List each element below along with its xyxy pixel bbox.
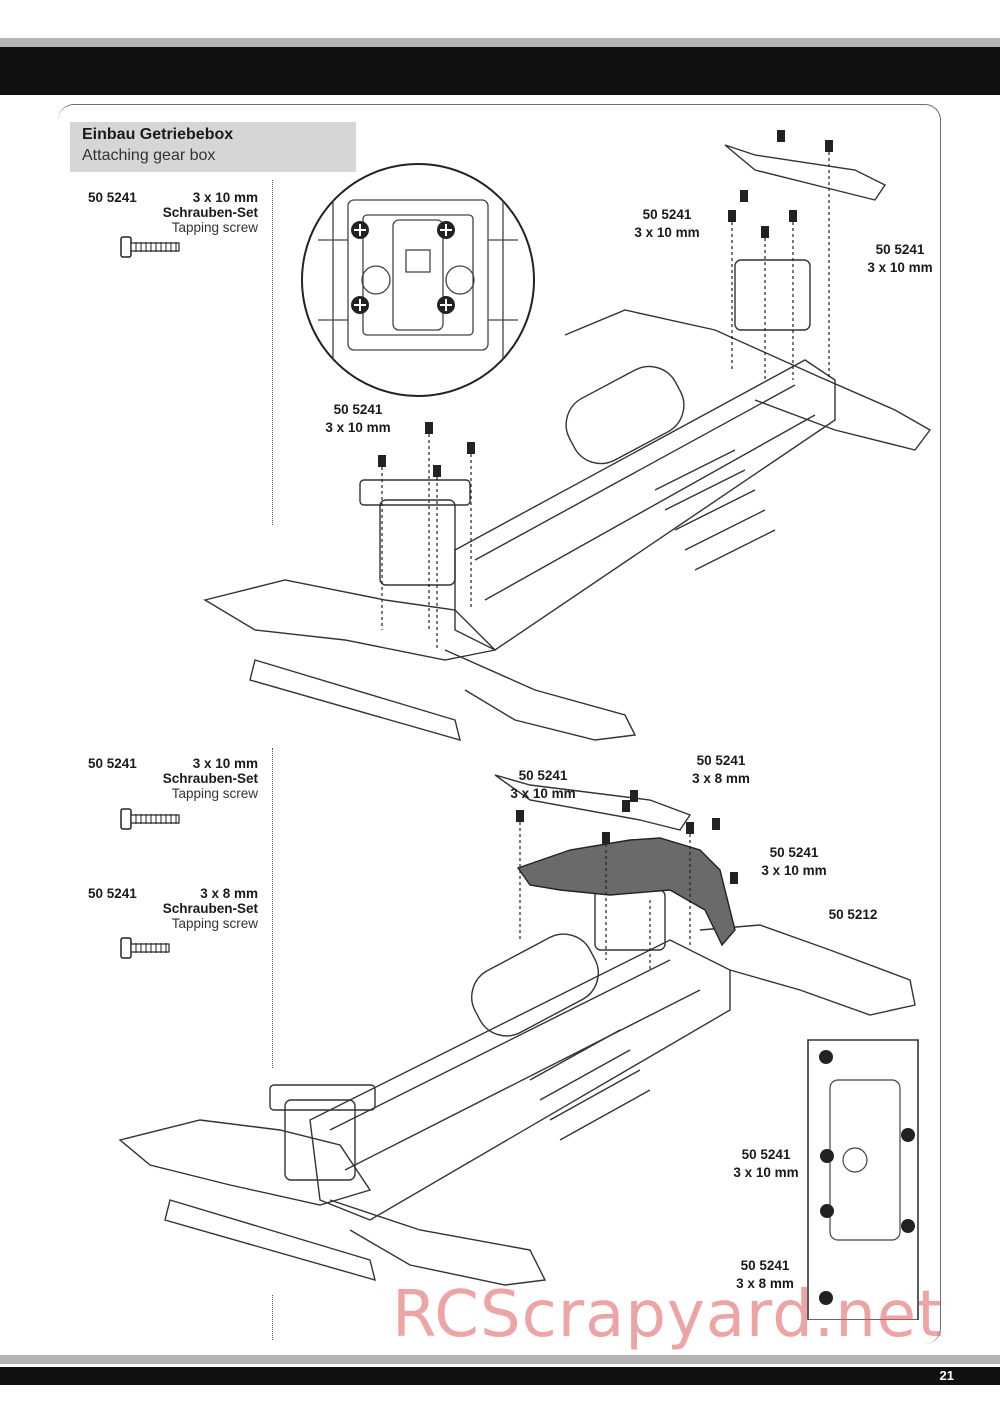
step1-part-1: 50 5241 3 x 10 mm Schrauben-Set Tapping s…	[88, 190, 258, 235]
callout-size: 3 x 8 mm	[736, 1276, 794, 1291]
callout-number: 50 5241	[333, 402, 383, 417]
content-frame	[58, 104, 941, 1344]
part-size: 3 x 8 mm	[200, 886, 258, 901]
callout-size: 3 x 10 mm	[733, 1165, 799, 1180]
callout-number: 50 5241	[518, 768, 568, 783]
footer-bar	[0, 1367, 1000, 1385]
step2-callout-top: 50 5241 3 x 8 mm	[686, 752, 756, 788]
section-title-en: Attaching gear box	[82, 147, 216, 164]
callout-number: 50 5241	[769, 845, 819, 860]
part-size: 3 x 10 mm	[192, 756, 258, 771]
detail-callout-3x10: 50 5241 3 x 10 mm	[728, 1146, 804, 1182]
step1-callout-front: 50 5241 3 x 10 mm	[320, 401, 396, 437]
chassis-illustration-step1	[203, 130, 932, 742]
screw-3x10-icon	[120, 236, 180, 258]
divider-line	[272, 1295, 273, 1340]
screw-3x8-icon	[120, 937, 170, 959]
part-name-en: Tapping screw	[171, 916, 258, 931]
callout-size: 3 x 10 mm	[325, 420, 391, 435]
callout-number: 50 5212	[828, 907, 878, 922]
callout-size: 3 x 8 mm	[692, 771, 750, 786]
part-name-en: Tapping screw	[171, 220, 258, 235]
chassis-illustration-step2	[118, 774, 919, 1320]
part-number: 50 5241	[88, 190, 137, 205]
detail-callout-3x8: 50 5241 3 x 8 mm	[730, 1257, 800, 1293]
step2-part-2: 50 5241 3 x 8 mm Schrauben-Set Tapping sc…	[88, 886, 258, 931]
callout-size: 3 x 10 mm	[510, 786, 576, 801]
shock-tower-part	[516, 837, 736, 947]
part-name-de: Schrauben-Set	[162, 901, 258, 916]
screw-3x10-icon	[120, 808, 180, 830]
callout-size: 3 x 10 mm	[867, 260, 933, 275]
section-title-de: Einbau Getriebebox	[82, 126, 234, 143]
divider-line	[272, 180, 273, 525]
callout-number: 50 5241	[740, 1258, 790, 1273]
callout-size: 3 x 10 mm	[634, 225, 700, 240]
footer-stripe	[0, 1355, 1000, 1364]
part-size: 3 x 10 mm	[192, 190, 258, 205]
divider-line	[272, 748, 273, 1068]
header-top-stripe	[0, 38, 1000, 47]
header-bar	[0, 47, 1000, 95]
part-name-en: Tapping screw	[171, 786, 258, 801]
part-name-de: Schrauben-Set	[162, 771, 258, 786]
callout-size: 3 x 10 mm	[761, 863, 827, 878]
page-number: 21	[939, 1368, 954, 1383]
callout-number: 50 5241	[741, 1147, 791, 1162]
part-name-de: Schrauben-Set	[162, 205, 258, 220]
step2-callout-left: 50 5241 3 x 10 mm	[505, 767, 581, 803]
callout-number: 50 5241	[875, 242, 925, 257]
step2-part-1: 50 5241 3 x 10 mm Schrauben-Set Tapping s…	[88, 756, 258, 801]
step1-callout-rear-left: 50 5241 3 x 10 mm	[632, 206, 702, 242]
step2-callout-part: 50 5212	[823, 906, 883, 924]
gearbox-detail-magnifier	[301, 163, 535, 397]
step2-callout-right: 50 5241 3 x 10 mm	[756, 844, 832, 880]
step1-callout-rear-right: 50 5241 3 x 10 mm	[862, 241, 938, 277]
watermark: RCScrapyard.net	[392, 1278, 944, 1352]
part-number: 50 5241	[88, 886, 137, 901]
callout-number: 50 5241	[642, 207, 692, 222]
callout-number: 50 5241	[696, 753, 746, 768]
part-number: 50 5241	[88, 756, 137, 771]
section-title-box	[70, 122, 356, 172]
